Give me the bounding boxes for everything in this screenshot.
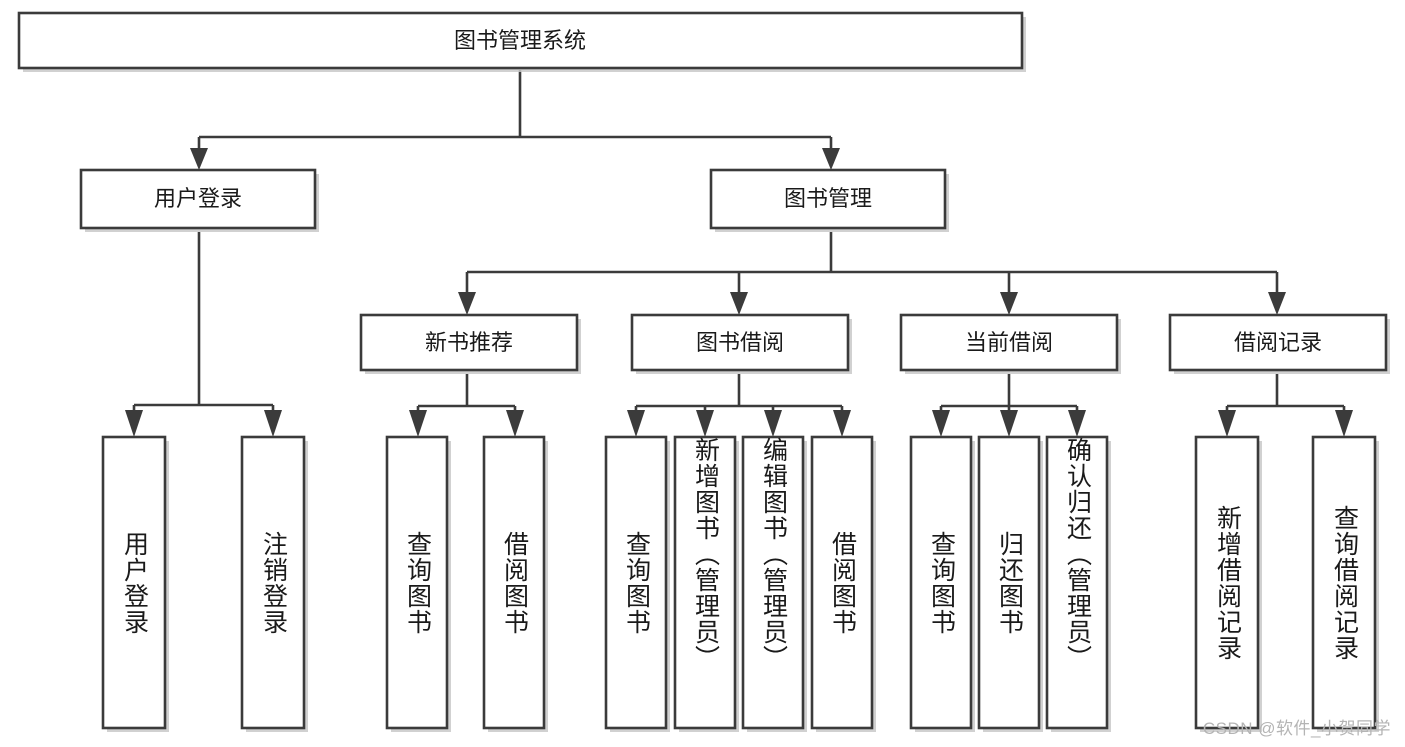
arrow-head-leaf-user-logout xyxy=(264,410,282,437)
arrow-head-book-manage xyxy=(822,148,840,170)
node-book-borrow-label: 图书借阅 xyxy=(696,330,784,355)
node-leaf-add-record[interactable] xyxy=(1194,435,1262,732)
arrow-head-leaf-query-book-1 xyxy=(409,410,427,437)
node-new-book-recommend-label: 新书推荐 xyxy=(425,330,513,355)
node-leaf-query-book-1[interactable] xyxy=(385,435,451,732)
node-leaf-user-login-box[interactable] xyxy=(101,435,167,730)
arrow-head-new-book-recommend xyxy=(458,292,476,315)
connector-group-user-login xyxy=(125,232,282,437)
node-leaf-confirm-return-box[interactable] xyxy=(1045,435,1109,730)
node-current-borrow-box[interactable] xyxy=(899,313,1119,372)
node-borrow-record[interactable]: 借阅记录 xyxy=(1168,313,1390,374)
arrow-head-leaf-borrow-book-2 xyxy=(833,410,851,437)
node-leaf-edit-book-box[interactable] xyxy=(741,435,805,730)
arrow-head-leaf-add-book xyxy=(696,410,714,437)
arrow-head-leaf-edit-book xyxy=(764,410,782,437)
arrow-head-leaf-query-record xyxy=(1335,410,1353,437)
connector-group-borrow-record xyxy=(1218,374,1353,437)
arrow-head-leaf-borrow-book-1 xyxy=(506,410,524,437)
node-current-borrow[interactable]: 当前借阅 xyxy=(899,313,1121,374)
node-leaf-query-book-2-box[interactable] xyxy=(604,435,668,730)
node-new-book-recommend-box[interactable] xyxy=(359,313,579,372)
connector-group-current-borrow xyxy=(932,374,1086,437)
arrow-head-leaf-user-login xyxy=(125,410,143,437)
node-leaf-query-record-box[interactable] xyxy=(1311,435,1377,730)
arrow-head-leaf-query-book-3 xyxy=(932,410,950,437)
arrow-head-user-login xyxy=(190,148,208,170)
node-book-manage[interactable]: 图书管理 xyxy=(709,168,949,232)
arrow-head-leaf-add-record xyxy=(1218,410,1236,437)
arrow-head-leaf-query-book-2 xyxy=(627,410,645,437)
node-user-login-label: 用户登录 xyxy=(154,186,242,211)
node-current-borrow-label: 当前借阅 xyxy=(965,330,1053,355)
arrow-head-leaf-confirm-return xyxy=(1068,410,1086,437)
node-leaf-user-logout-box[interactable] xyxy=(240,435,306,730)
node-leaf-edit-book[interactable] xyxy=(741,435,807,732)
connector-group-book-manage xyxy=(458,232,1286,315)
node-new-book-recommend[interactable]: 新书推荐 xyxy=(359,313,581,374)
node-leaf-add-book-box[interactable] xyxy=(673,435,737,730)
node-root-box[interactable] xyxy=(17,11,1024,70)
node-leaf-query-book-1-box[interactable] xyxy=(385,435,449,730)
node-leaf-add-record-box[interactable] xyxy=(1194,435,1260,730)
node-book-manage-box[interactable] xyxy=(709,168,947,230)
node-book-borrow[interactable]: 图书借阅 xyxy=(630,313,852,374)
node-root[interactable]: 图书管理系统 xyxy=(17,11,1026,72)
node-leaf-user-login[interactable] xyxy=(101,435,169,732)
node-leaf-borrow-book-1[interactable] xyxy=(482,435,548,732)
node-leaf-query-book-2[interactable] xyxy=(604,435,670,732)
node-leaf-borrow-book-1-box[interactable] xyxy=(482,435,546,730)
node-root-label: 图书管理系统 xyxy=(454,28,586,53)
node-leaf-borrow-book-2-box[interactable] xyxy=(810,435,874,730)
node-leaf-query-book-3[interactable] xyxy=(909,435,975,732)
connector-group-book-borrow xyxy=(627,374,851,437)
arrow-head-book-borrow xyxy=(730,292,748,315)
arrow-head-current-borrow xyxy=(1000,292,1018,315)
node-book-manage-label: 图书管理 xyxy=(784,186,872,211)
node-leaf-return-book-box[interactable] xyxy=(977,435,1041,730)
node-book-borrow-box[interactable] xyxy=(630,313,850,372)
node-borrow-record-label: 借阅记录 xyxy=(1234,330,1322,355)
node-leaf-return-book[interactable] xyxy=(977,435,1043,732)
node-user-login[interactable]: 用户登录 xyxy=(79,168,319,232)
arrow-head-leaf-return-book xyxy=(1000,410,1018,437)
arrow-head-borrow-record xyxy=(1268,292,1286,315)
csdn-watermark: CSDN @软件_小贺同学 xyxy=(1202,719,1391,738)
node-borrow-record-box[interactable] xyxy=(1168,313,1388,372)
node-leaf-query-record[interactable] xyxy=(1311,435,1379,732)
node-leaf-query-book-3-box[interactable] xyxy=(909,435,973,730)
node-leaf-confirm-return[interactable] xyxy=(1045,435,1111,732)
connector-group-new-book-recommend xyxy=(409,374,524,437)
connector-group-root xyxy=(190,70,840,170)
node-leaf-borrow-book-2[interactable] xyxy=(810,435,876,732)
node-user-login-box[interactable] xyxy=(79,168,317,230)
node-leaf-add-book[interactable] xyxy=(673,435,739,732)
node-leaf-user-logout[interactable] xyxy=(240,435,308,732)
